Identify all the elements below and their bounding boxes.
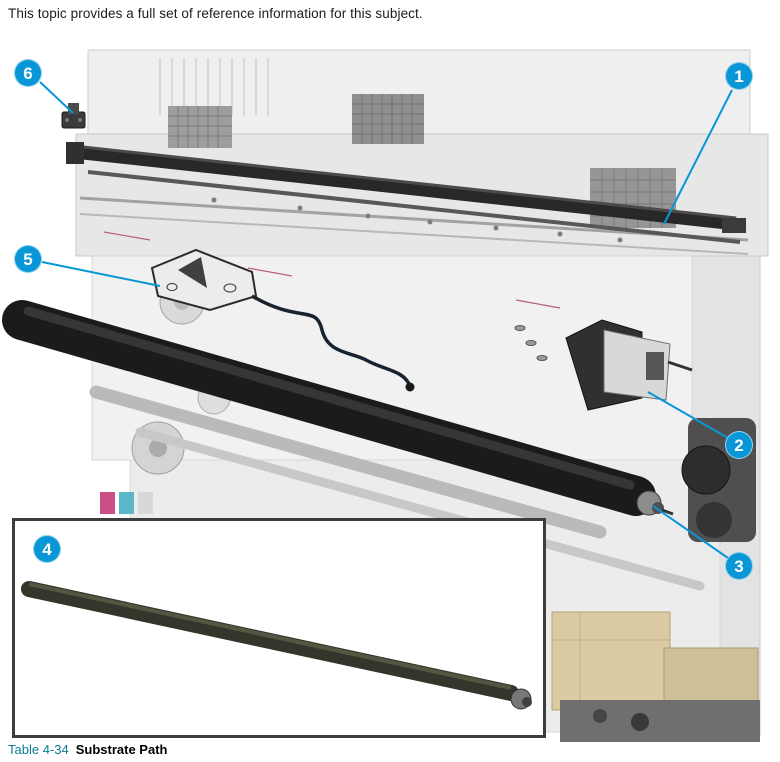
- table-caption: Table 4-34 Substrate Path: [8, 742, 167, 757]
- clamp-part: [61, 103, 86, 129]
- callout-5-badge: 5: [14, 245, 42, 273]
- table-number: Table 4-34: [8, 742, 69, 757]
- main-roller-part: [2, 300, 674, 516]
- intro-text: This topic provides a full set of refere…: [8, 6, 423, 21]
- callout-6-badge: 6: [14, 59, 42, 87]
- inset-roller-part: [21, 581, 532, 710]
- top-rail-part: [66, 142, 746, 244]
- inset-roller-art: [21, 581, 532, 710]
- bracket-part: [150, 248, 415, 392]
- callout-3-badge: 3: [725, 552, 753, 580]
- table-title: Substrate Path: [75, 742, 168, 757]
- lower-machinery: [89, 279, 760, 742]
- callout-2-badge: 2: [725, 431, 753, 459]
- callout-1-badge: 1: [725, 62, 753, 90]
- leader-lines: [39, 81, 733, 559]
- inset-detail-box: 4: [12, 518, 546, 738]
- mechanism-part: [514, 319, 693, 411]
- callout-4-badge: 4: [33, 535, 61, 563]
